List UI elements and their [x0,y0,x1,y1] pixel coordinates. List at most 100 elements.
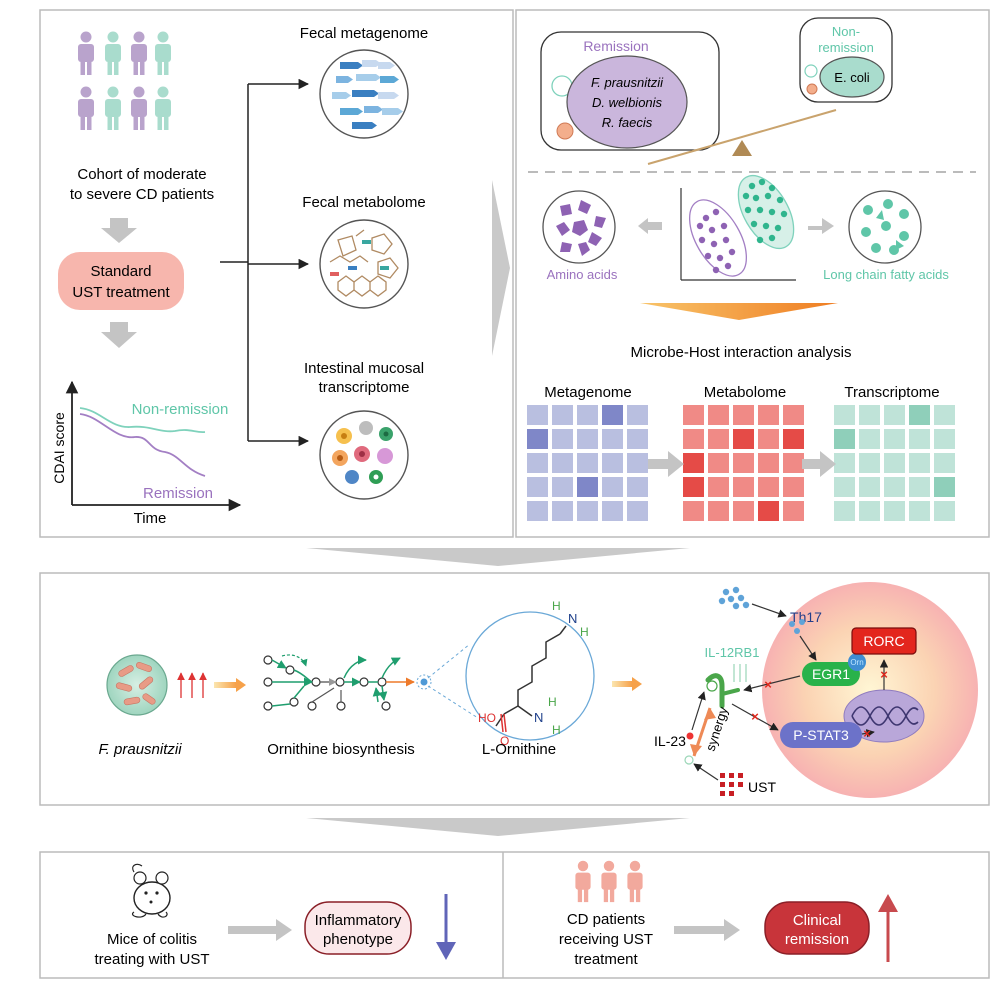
heatmap-cell [884,453,905,473]
scatter-point-remission [724,262,732,270]
gene-arrow [380,76,399,83]
amino-acids-label: Amino acids [547,267,618,282]
atom-h-top-2: H [580,625,589,639]
heatmap-cell [627,429,648,449]
metabolite-label: L-Ornithine [482,741,556,758]
dots-in-arrow [751,603,787,618]
heatmap-cell [683,477,704,497]
scatter-point-nonremission [758,178,766,186]
ust-label: UST [748,779,776,795]
person-icon [105,86,121,130]
heatmap-cell [884,477,905,497]
scatter-point-remission [704,252,712,260]
scatter-point-nonremission [748,182,756,190]
up-arrow-icon [878,894,898,962]
heatmap-cell [834,477,855,497]
atom-o: O [500,734,509,748]
pstat3-to-nucleus-arrow [861,729,875,738]
heatmap-cell [527,453,548,473]
species-3: R. faecis [602,115,653,130]
heatmap-cell [859,429,880,449]
heatmap-cell [627,477,648,497]
remission-box [540,31,720,151]
scatter-point-nonremission [780,210,788,218]
scatter-point-nonremission [756,206,764,214]
receptor-to-pstat3-arrow [731,703,779,731]
patient-cohort-icons [78,31,171,130]
heatmap-cell [683,453,704,473]
heatmap-cell [909,477,930,497]
scatter-point-nonremission [752,194,760,202]
synergy-label: synergy [703,705,731,753]
clinical-label-line1: Clinical [793,912,841,929]
species-2: D. welbionis [592,95,663,110]
pathway-label: Ornithine biosynthesis [267,741,415,758]
heatmap-cell [909,453,930,473]
patient-icons [575,860,643,903]
inhibit-mark-2: × [880,667,888,682]
heatmap-cell [733,453,754,473]
panel-b-frame [515,9,990,538]
metabolome-heatmap-grid [683,405,804,521]
il23-dot-teal [684,755,694,765]
nonremission-title-line1: Non- [832,24,860,39]
metagenome-circle-icon [319,49,409,139]
heatmap-cell [552,477,573,497]
heatmap-cell [627,405,648,425]
heatmap-cell [733,429,754,449]
ust-icon [720,773,743,796]
down-arrow-2 [101,322,137,348]
heatmap-cell [834,501,855,521]
heatmap-cell [733,501,754,521]
gene-arrow [364,106,383,113]
scatter-point-nonremission [768,184,776,192]
rorc-box [851,627,917,655]
heatmap-cell [708,429,729,449]
inhibit-mark-4: × [751,709,759,724]
heatmap-cell [934,405,955,425]
heatmap-cell [708,453,729,473]
heatmap-cell [884,405,905,425]
orange-arrow-head-1 [236,678,246,692]
heatmap-cell [884,429,905,449]
scatter-point-nonremission [762,222,770,230]
down-arrow-1 [101,218,137,243]
heatmap-cell [859,453,880,473]
dna-strand-2 [851,706,919,726]
person-icon [601,860,617,903]
heatmap-cell [708,405,729,425]
receptor-label: IL-12RB1 [705,645,760,660]
remission-box-title: Remission [583,38,648,54]
scatter-point-remission [722,236,730,244]
il23-dot-red [686,732,694,740]
pstat3-label: P-STAT3 [793,727,849,743]
scatter-point-remission [712,266,720,274]
orange-funnel [640,303,838,320]
scatter-point-nonremission [756,236,764,244]
gene-arrow [352,90,379,97]
metagenome-heatmap-grid [527,405,648,521]
synergy-arrowhead-top [704,708,716,720]
nonremission-small-circle-teal [804,64,818,78]
scatter-point-nonremission [742,192,750,200]
nonremission-title-line2: remission [818,40,874,55]
panel-c-frame [39,572,990,806]
heatmap-cell [859,477,880,497]
nonremission-small-circle-orange [806,83,818,95]
grid-arrow-1 [648,451,684,477]
heatmap-cell [783,405,804,425]
bacterium-label: F. prausnitzii [98,741,182,758]
heatmap-cell [602,501,623,521]
series-label-nonremission: Non-remission [132,401,229,418]
heatmap-cell [934,501,955,521]
fatty-acids-circle-icon [848,190,922,264]
heatmap-cell [859,501,880,521]
scatter-point-remission [696,222,704,230]
inflammatory-label-line1: Inflammatory [315,912,402,929]
heatmap-cell [834,429,855,449]
remission-species-ellipse [566,55,688,149]
heatmap-cell [783,477,804,497]
nonremission-species: E. coli [834,70,870,85]
scatter-point-remission [712,208,720,216]
